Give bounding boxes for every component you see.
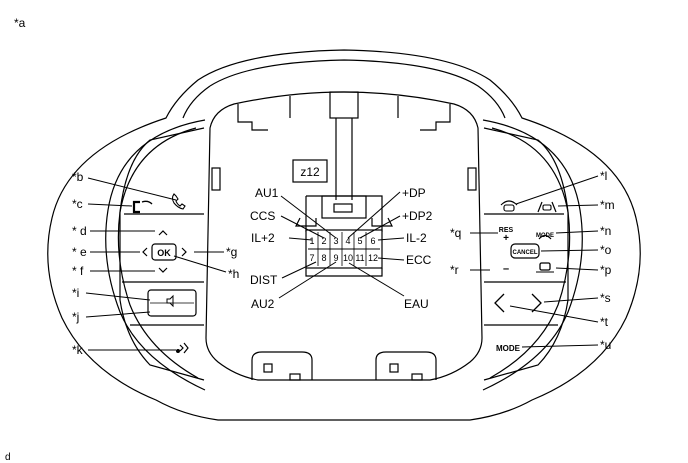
pin-3: 3 bbox=[333, 236, 338, 246]
voice-recognition-icon bbox=[176, 342, 189, 354]
callout-e: * e bbox=[72, 245, 87, 259]
callout-t: *t bbox=[600, 315, 609, 329]
right-switches bbox=[494, 200, 557, 313]
callout-k: *k bbox=[72, 343, 84, 357]
callout-j: *j bbox=[72, 310, 79, 324]
lane-trace-icon bbox=[536, 262, 554, 273]
chevron-left-icon bbox=[142, 247, 148, 257]
callout-m: *m bbox=[600, 198, 615, 212]
connector-name: z12 bbox=[300, 165, 320, 179]
phone-icon bbox=[171, 193, 186, 210]
chevron-left-large-icon bbox=[494, 293, 505, 313]
connector-z12: z12 1 2 3 4 5 6 7 8 9 10 11 12 bbox=[292, 159, 383, 277]
callout-c: *c bbox=[72, 197, 83, 211]
pin-10: 10 bbox=[343, 253, 353, 263]
lane-assist-icon bbox=[537, 201, 557, 213]
terminal-il2m: IL-2 bbox=[406, 231, 427, 245]
chevron-right-icon bbox=[181, 247, 187, 257]
ok-button bbox=[151, 243, 177, 261]
callout-f: * f bbox=[72, 264, 84, 278]
callout-u: *u bbox=[600, 338, 611, 352]
callout-d: * d bbox=[72, 224, 87, 238]
pin-12: 12 bbox=[368, 253, 378, 263]
pin-5: 5 bbox=[357, 236, 362, 246]
res-label: RES bbox=[499, 227, 514, 234]
callout-l: *l bbox=[600, 169, 607, 183]
terminal-ccs: CCS bbox=[250, 209, 275, 223]
callout-n: *n bbox=[600, 224, 611, 238]
pin-9: 9 bbox=[333, 253, 338, 263]
mode-small-label: MODE bbox=[536, 233, 554, 239]
mode-label: MODE bbox=[496, 344, 521, 353]
plus-label: + bbox=[503, 233, 509, 244]
chevron-right-large-icon bbox=[531, 293, 542, 313]
volume-rocker bbox=[147, 289, 197, 317]
speaker-icon bbox=[166, 294, 174, 308]
minus-label: – bbox=[503, 263, 509, 275]
pin-6: 6 bbox=[370, 236, 375, 246]
callout-h: *h bbox=[228, 267, 239, 281]
pin-11: 11 bbox=[355, 253, 364, 263]
pin-4: 4 bbox=[345, 236, 350, 246]
terminal-au1: AU1 bbox=[255, 186, 279, 200]
hang-up-icon bbox=[132, 200, 153, 214]
terminal-au2: AU2 bbox=[251, 297, 275, 311]
distance-control-icon bbox=[500, 200, 518, 212]
callout-o: *o bbox=[600, 243, 612, 257]
ok-button-label: OK bbox=[157, 248, 171, 258]
terminal-dp2: +DP2 bbox=[402, 209, 433, 223]
wire-harness bbox=[295, 91, 393, 232]
callout-p: *p bbox=[600, 263, 612, 277]
figure-mark-bottom: d bbox=[5, 452, 11, 463]
connector-name-box bbox=[292, 159, 328, 183]
left-switches bbox=[132, 193, 197, 354]
chevron-up-icon bbox=[158, 230, 168, 236]
pin-7: 7 bbox=[309, 253, 314, 263]
callout-leaders bbox=[85, 175, 599, 351]
figure-mark-top: *a bbox=[14, 16, 26, 30]
terminal-labels: AU1 CCS IL+2 DIST AU2 +DP +DP2 IL-2 ECC … bbox=[250, 186, 433, 311]
right-button-labels: RES + MODE CANCEL – MODE bbox=[496, 227, 554, 353]
terminal-dist: DIST bbox=[250, 273, 278, 287]
pin-2: 2 bbox=[321, 236, 326, 246]
callout-b: *b bbox=[72, 170, 84, 184]
callout-labels: *b *c * d * e * f *i *j *k *g *h *l *m *… bbox=[72, 169, 615, 357]
terminal-leaders bbox=[278, 191, 405, 299]
pin-8: 8 bbox=[321, 253, 326, 263]
steering-pad-outline bbox=[47, 49, 641, 421]
callout-q: *q bbox=[450, 226, 461, 240]
terminal-ecc: ECC bbox=[406, 253, 432, 267]
callout-i: *i bbox=[72, 286, 79, 300]
cancel-button-frame bbox=[510, 243, 540, 259]
cancel-label: CANCEL bbox=[513, 250, 538, 256]
terminal-dp: +DP bbox=[402, 186, 426, 200]
cruise-mode-icon bbox=[538, 234, 552, 240]
callout-g: *g bbox=[226, 245, 237, 259]
chevron-down-icon bbox=[158, 267, 168, 273]
terminal-eau: EAU bbox=[404, 297, 429, 311]
pin-1: 1 bbox=[309, 236, 314, 246]
callout-s: *s bbox=[600, 291, 611, 305]
terminal-il2p: IL+2 bbox=[251, 231, 275, 245]
callout-r: *r bbox=[450, 263, 459, 277]
